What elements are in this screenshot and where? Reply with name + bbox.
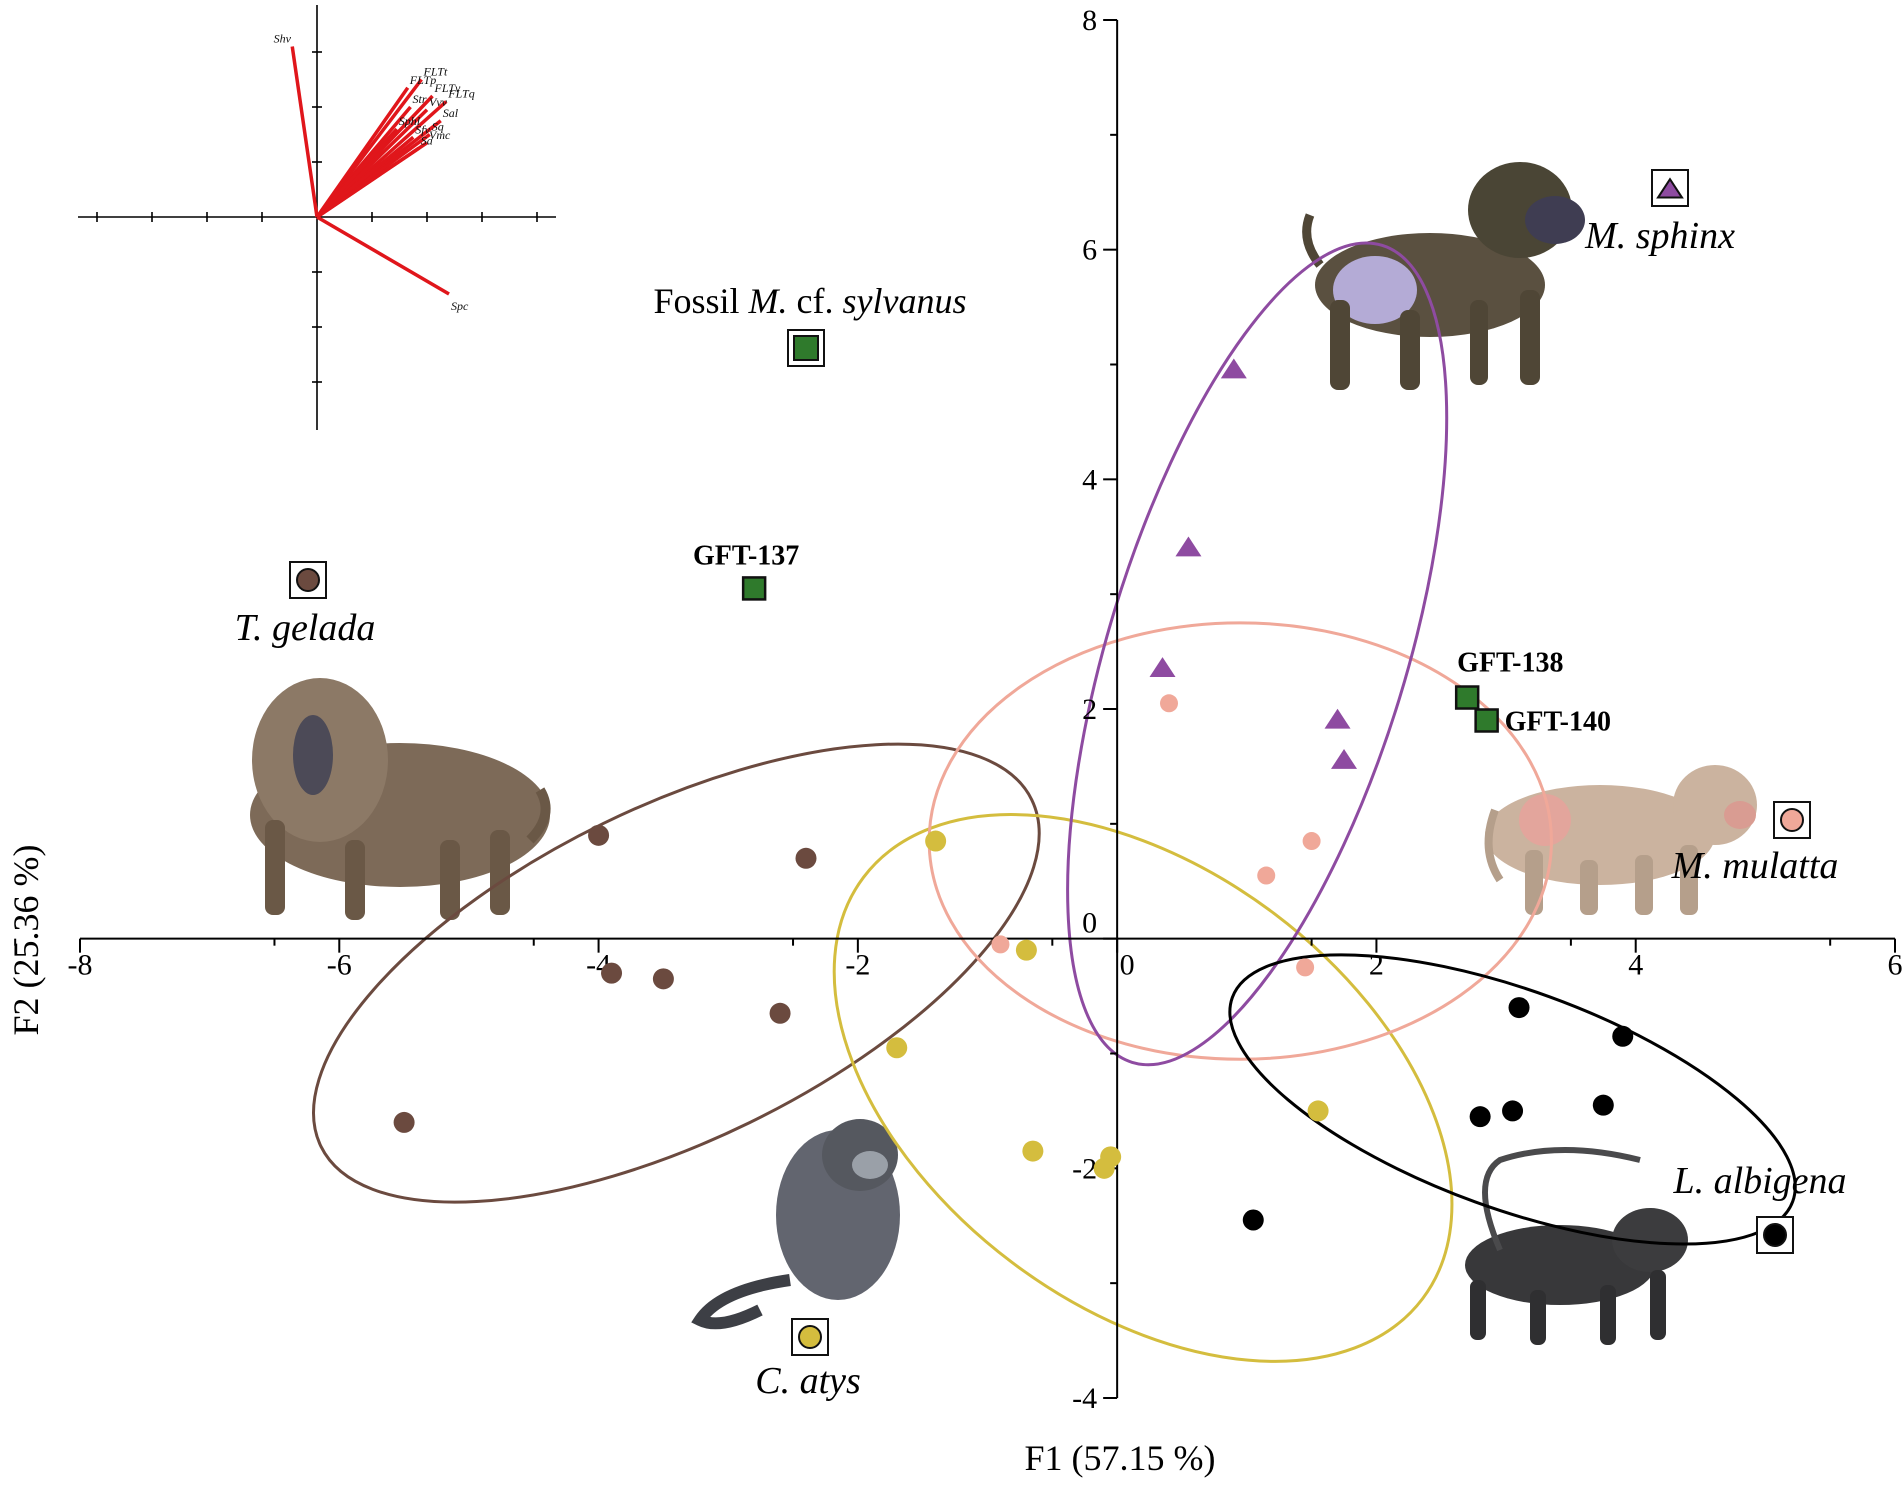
mulatta-illustration [1485, 765, 1757, 915]
legend-label-fossil-part: cf. [788, 281, 843, 321]
legend-marker-m-mulatta [1781, 809, 1803, 831]
sooty-mangabey-illustration [700, 1119, 900, 1323]
point-m-mulatta [1303, 832, 1321, 850]
legend-label-t-gelada: T. gelada [235, 607, 376, 649]
legend-label-fossil-part: sylvanus [843, 281, 967, 321]
point-t-gelada [394, 1112, 415, 1133]
point-t-gelada [653, 968, 674, 989]
legend-label-l-albigena: L. albigena [1672, 1160, 1846, 1202]
legend-label-fossil-part: Fossil [654, 281, 749, 321]
y-tick-label: 4 [1082, 463, 1097, 496]
point-l-albigena [1243, 1210, 1264, 1231]
point-m-sphinx [1331, 749, 1357, 769]
point-l-albigena [1470, 1106, 1491, 1127]
x-tick-label: 4 [1628, 949, 1643, 982]
loading-label-str: Str [413, 92, 427, 106]
point-m-mulatta [1160, 694, 1178, 712]
legend-label-m-sphinx: M. sphinx [1584, 215, 1735, 257]
point-c-atys [1308, 1100, 1329, 1121]
point-m-mulatta [991, 935, 1009, 953]
legend-label-fossil-part: M. [748, 281, 788, 321]
legend-marker-c-atys [799, 1326, 821, 1348]
mangabey-albigena-illustration [1465, 1150, 1688, 1345]
legend-label-fossil: Fossil M. cf. sylvanus [654, 281, 967, 321]
legend-marker-t-gelada [297, 569, 319, 591]
y-axis-title: F2 (25.36 %) [6, 845, 46, 1036]
y-tick-label: 6 [1082, 234, 1097, 267]
x-tick-label: -6 [327, 949, 352, 982]
x-tick-label: 0 [1120, 949, 1135, 982]
point-c-atys [1016, 940, 1037, 961]
y-tick-label: 2 [1082, 693, 1097, 726]
loading-label-fltp: FLTp [409, 73, 436, 87]
x-axis-title: F1 (57.15 %) [1025, 1438, 1216, 1478]
loading-label-sal: Sal [443, 106, 459, 120]
point-m-mulatta [1296, 958, 1314, 976]
loading-label-sa: Sa [421, 133, 433, 147]
x-tick-label: -8 [68, 949, 93, 982]
point-c-atys [1022, 1141, 1043, 1162]
fossil-label-gft-138: GFT-138 [1457, 648, 1563, 679]
point-l-albigena [1509, 997, 1530, 1018]
point-l-albigena [1612, 1026, 1633, 1047]
y-tick-label: -4 [1072, 1382, 1097, 1415]
legend-marker-l-albigena [1764, 1224, 1786, 1246]
x-tick-label: 6 [1888, 949, 1902, 982]
point-c-atys [1094, 1158, 1115, 1179]
fossil-label-gft-137: GFT-137 [693, 540, 799, 571]
fossil-label-gft-140: GFT-140 [1505, 706, 1611, 737]
loading-vector-shv [292, 47, 317, 218]
point-m-mulatta [1257, 867, 1275, 885]
x-tick-label: -2 [845, 949, 870, 982]
point-t-gelada [588, 825, 609, 846]
fossil-marker-gft-138 [1456, 687, 1478, 709]
x-tick-label: 2 [1369, 949, 1384, 982]
ellipse-c-atys [732, 703, 1554, 1473]
point-c-atys [886, 1037, 907, 1058]
point-t-gelada [770, 1003, 791, 1024]
loading-label-shv: Shv [274, 32, 292, 46]
point-m-sphinx [1150, 657, 1176, 677]
legend-marker-fossil [794, 336, 818, 360]
fossil-marker-gft-137 [743, 577, 765, 599]
point-t-gelada [601, 963, 622, 984]
point-m-sphinx [1175, 537, 1201, 557]
mandrill-illustration [1307, 162, 1585, 390]
point-m-sphinx [1325, 709, 1351, 729]
point-c-atys [925, 831, 946, 852]
data-points [394, 359, 1634, 1231]
y-tick-label: -2 [1072, 1152, 1097, 1185]
point-l-albigena [1593, 1095, 1614, 1116]
loading-label-fltq: FLTq [447, 87, 474, 101]
legend-label-m-mulatta: M. mulatta [1671, 845, 1839, 887]
loading-vector-spc [317, 217, 449, 294]
gelada-illustration [250, 678, 550, 920]
point-t-gelada [796, 848, 817, 869]
fossil-marker-gft-140 [1476, 709, 1498, 731]
y-tick-label: 8 [1082, 4, 1097, 37]
loading-label-spc: Spc [451, 299, 469, 313]
y-tick-label: 0 [1082, 907, 1097, 940]
point-l-albigena [1502, 1100, 1523, 1121]
legend-label-c-atys: C. atys [755, 1360, 861, 1402]
